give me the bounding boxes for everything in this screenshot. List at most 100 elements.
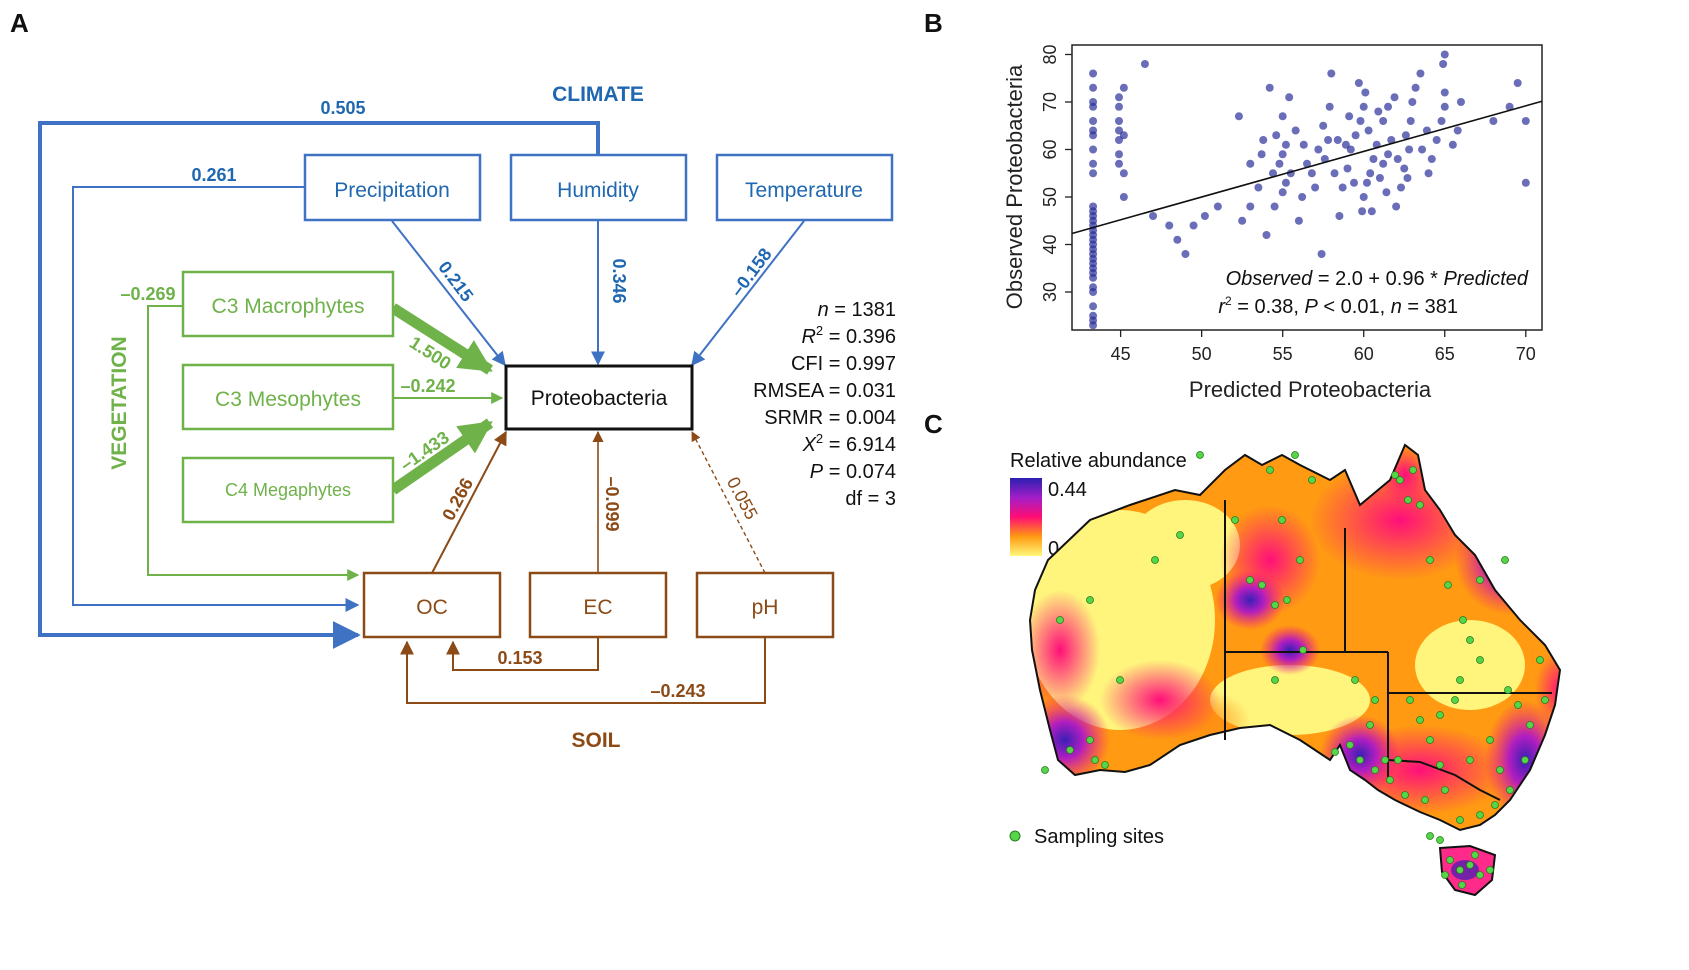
stat-r2: R2 = 0.396 — [801, 323, 896, 348]
scatter-point — [1439, 60, 1448, 68]
sampling-site-dot — [1456, 816, 1464, 824]
scatter-point — [1314, 145, 1323, 154]
scatter-point — [1089, 169, 1098, 178]
sampling-site-dot — [1486, 736, 1494, 744]
scatter-point — [1330, 169, 1339, 178]
scatter-point — [1200, 212, 1209, 220]
sampling-site-dot — [1296, 556, 1304, 564]
box-ph-label: pH — [752, 596, 779, 619]
sampling-site-dot — [1331, 748, 1339, 756]
scatter-point — [1294, 216, 1303, 225]
scatter-point — [1291, 126, 1300, 135]
scatter-point — [1437, 117, 1446, 125]
scatter-point — [1369, 155, 1378, 163]
scatter-point — [1278, 150, 1287, 159]
regression-line — [1071, 100, 1543, 235]
sampling-site-dot — [1356, 756, 1364, 764]
scatter-point — [1505, 102, 1514, 111]
sampling-site-dot — [1456, 676, 1464, 684]
scatter-point — [1257, 150, 1266, 159]
path-ph-proteobacteria — [691, 431, 766, 574]
sampling-site-dot — [1514, 701, 1522, 709]
y-tick-label: 70 — [1040, 92, 1060, 112]
scatter-point — [1440, 88, 1449, 97]
scatter-point — [1265, 83, 1274, 92]
scatter-point — [1411, 83, 1420, 92]
sampling-site-dot — [1371, 766, 1379, 774]
scatter-point — [1115, 150, 1123, 159]
scatter-point — [1324, 136, 1333, 144]
scatter-point — [1119, 169, 1128, 178]
scatter-point — [1089, 126, 1098, 135]
scatter-point — [1513, 79, 1522, 87]
box-oc: OC — [362, 571, 502, 639]
state-borders — [1224, 500, 1552, 801]
map-panel: C Relative abundance 0.44 0.15 — [924, 409, 1562, 897]
scatter-point — [1119, 83, 1128, 92]
tasmania-hotspot — [1451, 860, 1479, 880]
x-tick-label: 50 — [1192, 344, 1212, 364]
scatter-point — [1281, 140, 1290, 149]
coef-precipitation-proteobacteria: 0.215 — [434, 257, 477, 305]
sampling-site-dot — [1066, 746, 1074, 754]
sampling-site-dot — [1231, 516, 1239, 524]
scatter-point — [1456, 98, 1465, 106]
sampling-site-dot — [1541, 696, 1549, 704]
scatter-point — [1270, 202, 1279, 211]
scatter-point — [1299, 140, 1308, 149]
sampling-site-dot — [1086, 596, 1094, 604]
sampling-site-dot — [1441, 871, 1449, 879]
soil-group-label: SOIL — [571, 729, 620, 752]
sampling-site-dot — [1101, 761, 1109, 769]
coef-temperature-proteobacteria: –0.158 — [727, 244, 776, 300]
path-c3macrophytes-proteobacteria — [390, 303, 493, 375]
scatter-point — [1397, 183, 1405, 192]
y-tick-label: 30 — [1040, 282, 1060, 302]
sampling-site-dot — [1421, 796, 1429, 804]
sampling-site-dot — [1381, 756, 1389, 764]
scatter-point — [1149, 212, 1158, 220]
stat-df: df = 3 — [845, 488, 896, 510]
sampling-site-dot — [1444, 581, 1452, 589]
sampling-site-dot — [1441, 786, 1449, 794]
sampling-site-dot — [1501, 556, 1509, 564]
scatter-point — [1400, 164, 1409, 173]
stat-rmsea: RMSEA = 0.031 — [753, 380, 896, 402]
scatter-point — [1406, 117, 1415, 125]
scatter-point — [1119, 131, 1128, 140]
y-tick-label: 80 — [1040, 44, 1060, 64]
sampling-site-dot — [1151, 556, 1159, 564]
sampling-site-dot — [1471, 851, 1479, 859]
scatter-point — [1189, 221, 1198, 230]
box-humidity-label: Humidity — [557, 179, 639, 202]
scatter-point — [1366, 169, 1375, 178]
scatter-point — [1338, 183, 1347, 192]
scatter-point — [1333, 136, 1342, 144]
scatter-point — [1275, 159, 1284, 168]
box-c3-mesophytes: C3 Mesophytes — [181, 363, 395, 431]
scatter-point — [1298, 193, 1307, 201]
scatter-point — [1115, 117, 1123, 125]
sampling-site-dot — [1196, 451, 1204, 459]
sampling-site-dot — [1476, 576, 1484, 584]
model-fit-statistics: n = 1381 R2 = 0.396 CFI = 0.997 RMSEA = … — [753, 299, 896, 510]
scatter-point — [1089, 202, 1098, 211]
sampling-site-dot — [1056, 616, 1064, 624]
x-tick-label: 65 — [1435, 344, 1455, 364]
box-ec: EC — [528, 571, 668, 639]
scatter-point — [1375, 174, 1384, 182]
scatter-point — [1408, 98, 1417, 106]
sampling-site-legend-icon — [1009, 830, 1021, 842]
box-proteobacteria-label: Proteobacteria — [531, 387, 668, 410]
box-ph: pH — [695, 571, 835, 639]
path-c4megaphytes-proteobacteria — [389, 418, 494, 495]
scatter-point — [1259, 136, 1268, 144]
sampling-site-dot — [1504, 686, 1512, 694]
scatter-point — [1213, 202, 1222, 211]
scatter-point — [1379, 117, 1388, 125]
x-tick-label: 60 — [1354, 344, 1374, 364]
scatter-point — [1379, 159, 1388, 168]
sampling-site-dot — [1466, 636, 1474, 644]
scatter-point — [1351, 131, 1360, 140]
